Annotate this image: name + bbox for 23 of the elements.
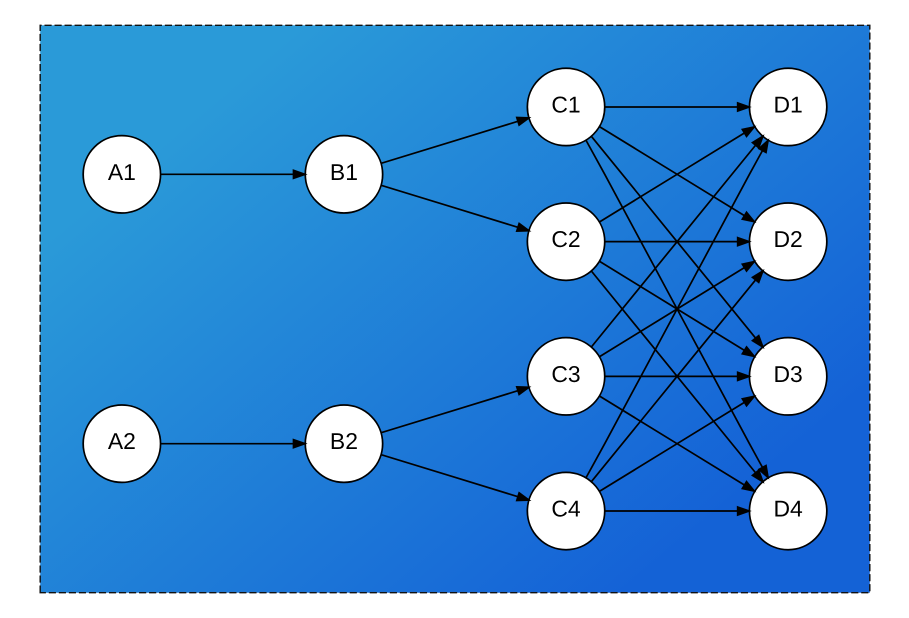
node-circle: C3 <box>526 336 606 416</box>
arrow <box>160 169 308 180</box>
arrow <box>604 506 752 516</box>
node-circle: D4 <box>748 471 828 551</box>
arrow <box>380 386 531 434</box>
node-circle: C4 <box>526 471 606 551</box>
node-circle: C2 <box>526 202 606 282</box>
node-circle: D1 <box>748 67 828 147</box>
node-circle: D3 <box>748 336 828 416</box>
arrow <box>604 371 752 382</box>
node-circle: C1 <box>526 67 606 147</box>
cluster <box>38 24 870 594</box>
node-circle: B2 <box>304 404 383 484</box>
node-circle: A2 <box>82 404 161 484</box>
arrow <box>604 236 752 247</box>
arrow <box>380 454 531 502</box>
node-circle: B1 <box>304 134 383 214</box>
arrow <box>380 116 531 164</box>
arrow <box>160 438 308 449</box>
arrow <box>380 184 531 232</box>
node-circle: D2 <box>748 202 828 282</box>
arrow <box>604 102 752 112</box>
node-circle: A1 <box>82 134 161 214</box>
